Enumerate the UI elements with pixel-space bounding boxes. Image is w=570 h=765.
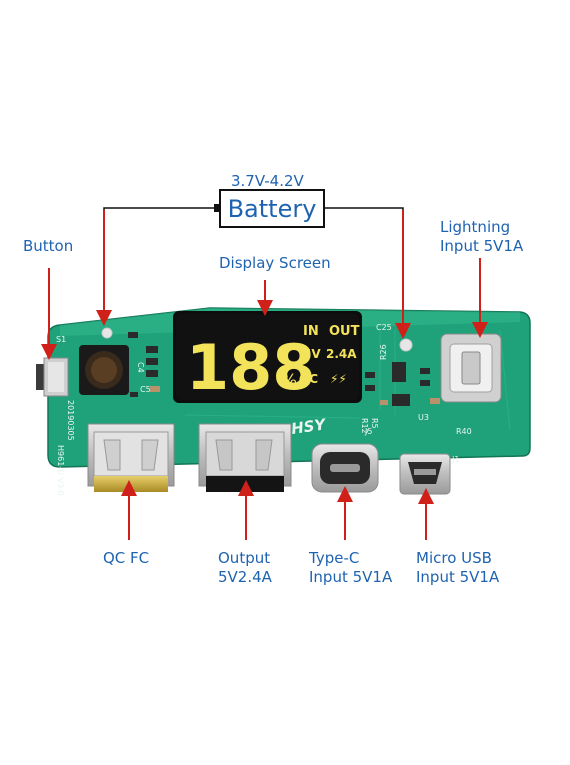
lightning-port	[440, 333, 502, 403]
lcd-out-label: OUT	[329, 324, 360, 339]
usb-a-output-port	[198, 423, 292, 492]
silk-r26: R26	[379, 344, 388, 360]
lightning-label: Lightning Input 5V1A	[440, 218, 523, 256]
output-label: Output 5V2.4A	[218, 549, 272, 587]
inductor	[79, 345, 129, 395]
mount-hole-left	[101, 327, 113, 339]
silk-c5: C5	[140, 385, 151, 394]
battery-voltage-label: 3.7V-4.2V	[231, 172, 304, 190]
button-label: Button	[23, 237, 74, 255]
silk-brand: HSY	[290, 415, 329, 438]
silk-j5: J5	[364, 427, 372, 436]
capacitors	[150, 386, 440, 405]
lcd-qc-label: QC	[299, 372, 318, 386]
lcd-digits: 188	[186, 331, 315, 404]
qc-fc-label: QC FC	[103, 549, 150, 567]
usb-a-qc-port	[87, 423, 175, 492]
display-screen-label: Display Screen	[219, 254, 331, 272]
silk-u3: U3	[418, 413, 429, 422]
lcd-content: 188 % IN OUT 5V 2.4A QC ⚡⚡	[186, 324, 360, 404]
battery-box: Battery	[219, 189, 325, 228]
microusb-label-line1: Micro USB	[416, 549, 492, 567]
type-c-port	[311, 443, 379, 493]
silk-c25: C25	[376, 323, 392, 332]
lcd-display	[173, 311, 362, 403]
lcd-in-label: IN	[303, 324, 319, 339]
output-label-line2: 5V2.4A	[218, 568, 272, 586]
lcd-bolt-icon: ⚡⚡	[330, 372, 347, 386]
lcd-volt-label: 5V	[303, 347, 321, 361]
microusb-label: Micro USB Input 5V1A	[416, 549, 499, 587]
lightning-label-line2: Input 5V1A	[440, 237, 524, 255]
output-label-line1: Output	[218, 549, 271, 567]
silk-j1: J1	[451, 455, 459, 464]
typec-label: Type-C Input 5V1A	[309, 549, 392, 587]
battery-label: Battery	[227, 194, 317, 223]
lightning-label-line1: Lightning	[440, 218, 511, 236]
battery-terminal-left	[214, 204, 221, 212]
microusb-label-line2: Input 5V1A	[416, 568, 500, 586]
lcd-amp-label: 2.4A	[326, 347, 357, 361]
silkscreen: H961-U V3.0 20190305 HSY J5 J1 U3 R12 R5…	[56, 323, 472, 496]
silk-date: 20190305	[66, 400, 75, 441]
smd-components	[128, 332, 430, 406]
typec-label-line2: Input 5V1A	[309, 568, 393, 586]
silk-r40: R40	[456, 427, 472, 436]
lcd-percent: %	[281, 371, 297, 391]
mount-hole-right	[399, 338, 413, 352]
silk-model: H961-U V3.0	[56, 445, 65, 496]
micro-usb-port	[399, 453, 451, 495]
callout-arrows	[41, 210, 488, 540]
silk-c4: C4	[136, 362, 145, 373]
silk-s1: S1	[56, 335, 66, 344]
tactile-button	[36, 357, 69, 397]
typec-label-line1: Type-C	[309, 549, 360, 567]
silk-r5: R5	[370, 418, 379, 429]
silk-r12: R12	[360, 418, 369, 434]
